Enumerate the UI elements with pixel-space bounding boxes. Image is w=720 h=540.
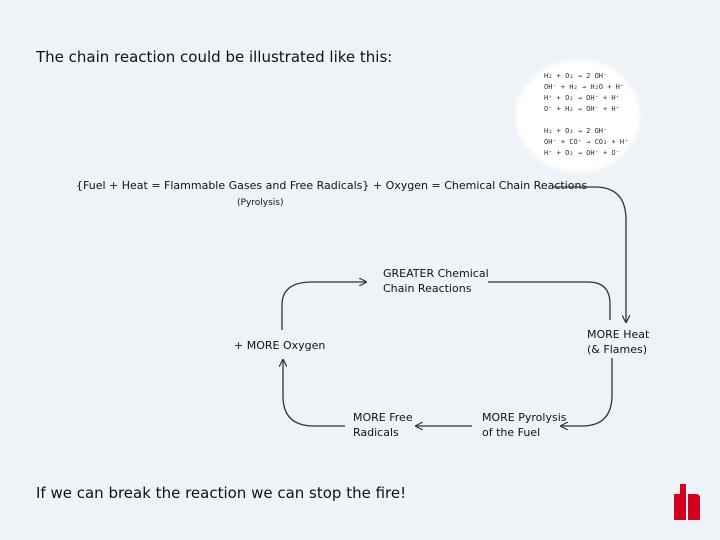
arrow-reactions-to-heat [553, 186, 626, 322]
node-text: MORE Free [353, 411, 413, 424]
node-greater-chain-reactions: GREATER Chemical Chain Reactions [383, 266, 489, 296]
arrow-oxygen-to-greater [281, 282, 366, 330]
node-text: of the Fuel [482, 426, 541, 439]
node-more-pyrolysis: MORE Pyrolysis of the Fuel [482, 410, 566, 440]
reaction-line: OH⁻ + H₂ → H₂O + H⁺ [544, 83, 625, 91]
pyrolysis-label: (Pyrolysis) [237, 198, 284, 208]
arrow-heat-to-pyrolysis [561, 358, 613, 426]
node-more-heat: MORE Heat (& Flames) [587, 327, 649, 357]
arrow-radicals-to-oxygen [283, 360, 345, 427]
brand-logo [674, 484, 700, 520]
arrow-greater-to-heat [488, 281, 611, 320]
slide-title: The chain reaction could be illustrated … [36, 48, 393, 66]
node-text: MORE Pyrolysis [482, 411, 567, 424]
slide-footer: If we can break the reaction we can stop… [36, 484, 407, 502]
node-text: Radicals [353, 426, 399, 439]
reaction-line: H⁺ + O₂ → OH⁻ + O⁻ [544, 149, 620, 157]
node-text: Chain Reactions [383, 282, 472, 295]
node-more-free-radicals: MORE Free Radicals [353, 410, 413, 440]
reaction-line: H₂ + O₂ → 2 OH⁻ [544, 72, 608, 80]
node-text: GREATER Chemical [383, 267, 489, 280]
badge-background [516, 60, 640, 172]
node-more-oxygen: + MORE Oxygen [234, 339, 326, 352]
reaction-line: H⁺ + O₂ → OH⁻ + H⁺ [544, 94, 620, 102]
reaction-equations-badge: H₂ + O₂ → 2 OH⁻ OH⁻ + H₂ → H₂O + H⁺ H⁺ +… [512, 56, 644, 176]
reaction-line: H₂ + O₂ → 2 OH⁻ [544, 127, 608, 135]
node-text: MORE Heat [587, 328, 650, 341]
main-equation: {Fuel + Heat = Flammable Gases and Free … [76, 179, 588, 192]
reaction-line: O⁻ + H₂ → OH⁻ + H⁺ [544, 105, 620, 113]
reaction-line: OH⁻ + CO⁺ → CO₂ + H⁺ [544, 138, 629, 146]
node-text: (& Flames) [587, 343, 647, 356]
